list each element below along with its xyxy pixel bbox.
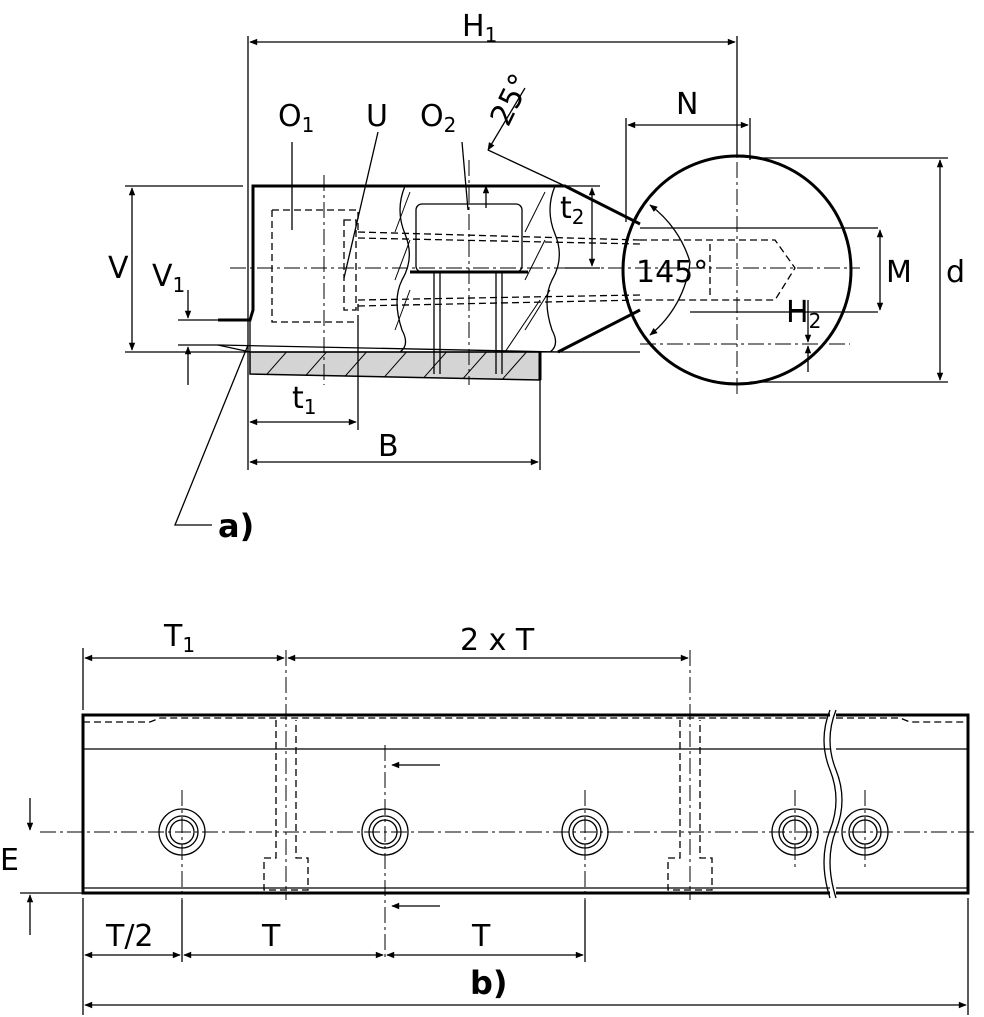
label-t-half: T/2: [105, 919, 154, 954]
shaft-circle: [621, 154, 853, 386]
label-o2: O2: [420, 99, 456, 137]
label-angle-145: 145°: [636, 255, 708, 290]
rail-body-outline: [217, 184, 641, 380]
label-t-first: T: [261, 919, 281, 954]
label-t2: t2: [560, 191, 585, 229]
label-t1-b: T1: [163, 619, 195, 657]
label-angle-25: 25°: [484, 68, 539, 131]
label-2xt: 2 x T: [460, 623, 535, 658]
label-t-second: T: [471, 919, 491, 954]
rail-top-view-outline: [81, 713, 970, 895]
o2-leader: [461, 141, 469, 211]
counterbore-o2: [410, 160, 528, 385]
label-n: N: [676, 87, 698, 122]
pocket-o1: [271, 175, 359, 385]
caption-a-leader: [174, 344, 249, 526]
label-u: U: [366, 99, 388, 134]
label-h1: H1: [462, 9, 497, 47]
label-e: E: [0, 843, 19, 878]
break-line-right: [829, 709, 843, 899]
u-leader: [343, 131, 379, 279]
label-v1: V1: [152, 259, 185, 297]
label-v: V: [108, 251, 129, 286]
label-h2: H2: [786, 295, 821, 333]
caption-b: b): [470, 964, 508, 1002]
label-m: M: [886, 255, 912, 290]
label-o1: O1: [278, 99, 314, 137]
break-line-left: [823, 709, 837, 899]
label-d: d: [946, 255, 965, 290]
label-b: B: [378, 429, 399, 464]
cone-angle-arc: [649, 204, 691, 336]
section-hatching: [394, 185, 560, 353]
view-a: H1 25° O1 U O2 N V V1 t2 145° M d H2 t1 …: [108, 9, 965, 545]
label-t1: t1: [292, 381, 317, 419]
hidden-threaded-holes: [263, 720, 713, 891]
caption-a: a): [218, 507, 254, 545]
view-b: T1 2 x T E T/2 T T b): [0, 619, 975, 1015]
angle-25-leader: [487, 87, 526, 151]
